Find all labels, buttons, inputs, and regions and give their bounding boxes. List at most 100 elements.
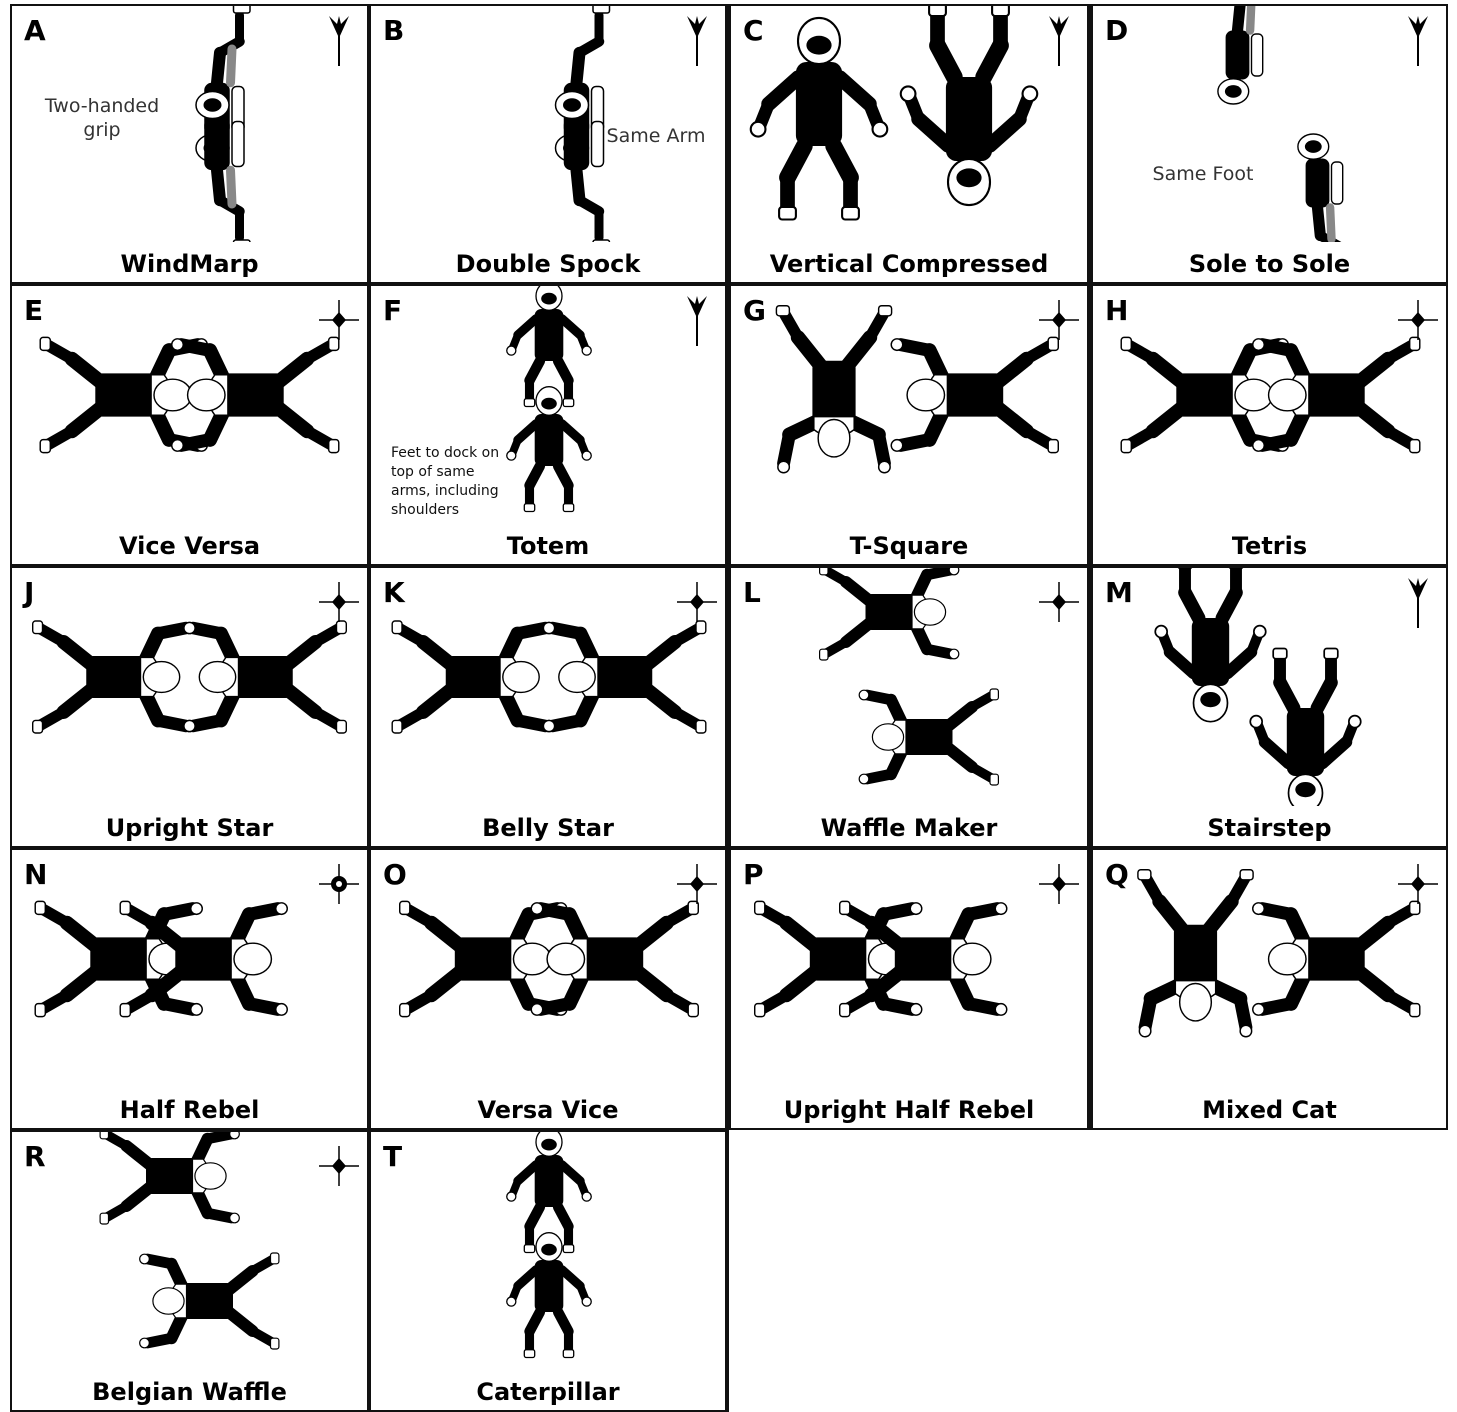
formation-illustration (731, 286, 1087, 524)
limb (518, 628, 546, 634)
formation-card: F Feet to dock on top of same arms, inclu… (369, 284, 729, 566)
limb (879, 435, 885, 464)
limb (927, 649, 951, 654)
helmet (199, 662, 235, 693)
formation-title: Sole to Sole (1093, 250, 1446, 278)
flyer (1138, 870, 1253, 1037)
limb (884, 909, 913, 915)
formation-letter: D (1105, 14, 1128, 47)
formation-letter: A (24, 14, 46, 47)
helmet (503, 662, 539, 693)
limb (541, 909, 570, 915)
helmet (818, 419, 850, 456)
formation-note: Two-handed grip (42, 94, 162, 142)
hand-grip (582, 451, 591, 460)
limb (148, 1338, 172, 1343)
limb (553, 628, 581, 634)
flyer (172, 337, 339, 452)
torso (564, 118, 590, 171)
formation-letter: O (383, 858, 407, 891)
formation-illustration (12, 1132, 367, 1370)
formation-letter: R (24, 1140, 46, 1173)
formation-letter: N (24, 858, 47, 891)
limb (1238, 6, 1241, 31)
formation-card: LWaffle Maker (729, 566, 1089, 848)
limb (901, 440, 930, 446)
hand-grip (230, 1132, 240, 1139)
crosshair-icon (677, 858, 717, 914)
limb (164, 1004, 193, 1010)
limb (208, 1213, 232, 1218)
hand-grip (140, 1338, 150, 1348)
hand-grip (172, 440, 184, 452)
formation-title: Belgian Waffle (12, 1378, 367, 1406)
flyer (392, 621, 554, 733)
formation-title: Double Spock (371, 250, 725, 278)
limb (867, 774, 891, 779)
helmet (234, 943, 271, 975)
hand-grip (582, 1192, 591, 1201)
vertical-dart-icon (677, 294, 717, 350)
hand-grip (543, 720, 554, 731)
limb (969, 1004, 998, 1010)
formation-title: Half Rebel (12, 1096, 367, 1124)
limb (193, 628, 221, 634)
hand-grip (1253, 903, 1265, 915)
limb (164, 909, 193, 915)
flyer (859, 689, 998, 785)
formation-title: Vertical Compressed (731, 250, 1087, 278)
formation-note: Same Foot (1143, 162, 1263, 186)
hand-grip (276, 1004, 288, 1016)
vertical-dart-icon (677, 14, 717, 70)
limb (1250, 6, 1251, 31)
hand-grip (191, 903, 203, 915)
hand-grip (1254, 626, 1266, 638)
limb (193, 720, 221, 726)
hand-grip (1023, 86, 1038, 101)
flyer (543, 621, 705, 733)
flyer (40, 337, 207, 452)
hand-grip (507, 346, 516, 355)
flyer (140, 1253, 279, 1349)
limb (231, 49, 233, 83)
formation-illustration (371, 568, 727, 806)
helmet (914, 599, 945, 625)
hand-grip (995, 1004, 1007, 1016)
flyer (531, 901, 698, 1016)
hand-grip (276, 903, 288, 915)
formation-letter: T (383, 1140, 402, 1173)
formation-letter: G (743, 294, 766, 327)
flyer (751, 18, 888, 220)
limb (518, 720, 546, 726)
hand-grip (891, 339, 903, 351)
vertical-dart-icon (319, 14, 359, 70)
limb (1262, 345, 1291, 351)
hand-grip (531, 1004, 543, 1016)
limb (1262, 440, 1291, 446)
formation-illustration (1093, 6, 1448, 242)
limb (249, 1004, 278, 1010)
flyer (1250, 649, 1361, 807)
hand-grip (1349, 716, 1361, 728)
flyer (1298, 134, 1348, 242)
formation-letter: F (383, 294, 402, 327)
helmet (143, 662, 179, 693)
formation-note: Feet to dock on top of same arms, includ… (391, 444, 511, 520)
helmet (547, 943, 584, 975)
hand-grip (1155, 626, 1167, 638)
formation-illustration (1093, 568, 1448, 806)
helmet (1235, 379, 1272, 411)
limb (901, 345, 930, 351)
hand-grip (507, 1192, 516, 1201)
hand-grip (191, 1004, 203, 1016)
formation-letter: E (24, 294, 43, 327)
torso (1306, 159, 1330, 208)
vertical-dart-icon (1398, 576, 1438, 632)
helmet (872, 724, 903, 750)
hand-grip (230, 1213, 240, 1223)
hand-grip (507, 1297, 516, 1306)
formation-letter: L (743, 576, 761, 609)
flyer (507, 1233, 592, 1358)
